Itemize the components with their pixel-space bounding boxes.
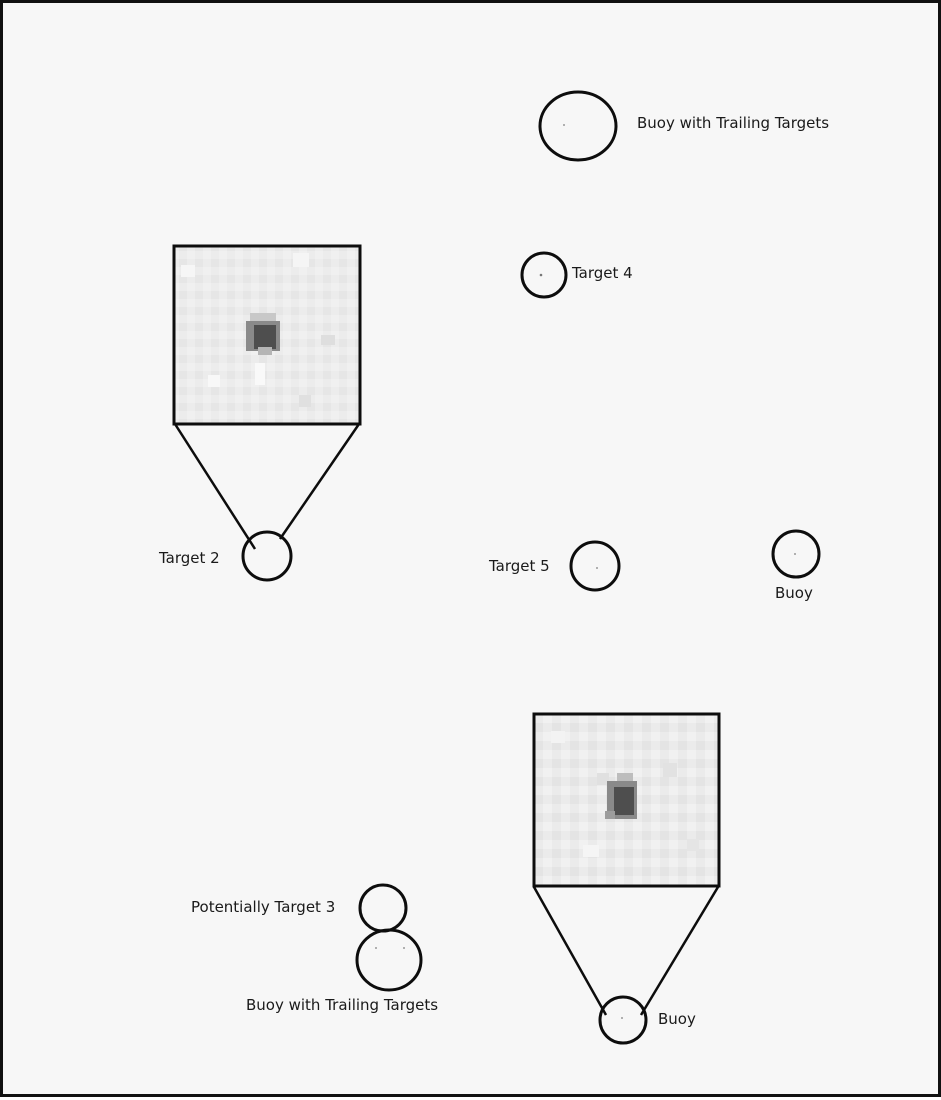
buoy-connector-right	[641, 887, 718, 1015]
target-2-connector-right	[280, 424, 359, 539]
buoy-connector-left	[534, 887, 606, 1015]
buoy-trailing-top-circle	[540, 92, 616, 160]
target-2-marker: Target 2	[158, 532, 291, 580]
target-5-marker: Target 5	[488, 542, 619, 590]
buoy-bottom-circle	[600, 997, 646, 1043]
target-2-label: Target 2	[158, 549, 220, 567]
potential-target-3-circle	[360, 885, 406, 931]
buoy-trailing-top-label: Buoy with Trailing Targets	[637, 114, 829, 132]
potential-target-3-label: Potentially Target 3	[191, 898, 335, 916]
buoy-zoom-inset	[534, 714, 719, 1015]
annotated-sea-image: Buoy with Trailing Targets Target 4	[3, 3, 941, 1100]
target-4-label: Target 4	[571, 264, 633, 282]
buoy-blob	[614, 787, 634, 815]
buoy-right-label: Buoy	[775, 584, 813, 602]
target-5-label: Target 5	[488, 557, 550, 575]
target-2-connector-left	[175, 424, 255, 549]
potential-target-3-marker: Potentially Target 3	[191, 885, 406, 931]
buoy-trailing-top-marker: Buoy with Trailing Targets	[540, 92, 829, 160]
buoy-bottom-label: Buoy	[658, 1010, 696, 1028]
buoy-trailing-bottom-marker: Buoy with Trailing Targets	[246, 930, 438, 1014]
target-2-blob	[254, 325, 276, 349]
buoy-right-speck	[794, 553, 796, 555]
buoy-trailing-bottom-speck	[375, 947, 377, 949]
target-2-zoom-inset	[174, 246, 360, 549]
target-2-circle	[243, 532, 291, 580]
buoy-right-marker: Buoy	[773, 531, 819, 602]
target-5-circle	[571, 542, 619, 590]
buoy-bottom-speck	[621, 1017, 623, 1019]
target-5-speck	[596, 567, 598, 569]
buoy-trailing-bottom-speck-2	[403, 947, 405, 949]
target-4-speck	[540, 274, 543, 277]
buoy-trailing-bottom-label: Buoy with Trailing Targets	[246, 996, 438, 1014]
target-4-circle	[522, 253, 566, 297]
target-4-marker: Target 4	[522, 253, 633, 297]
buoy-trailing-top-speck	[563, 124, 565, 126]
buoy-trailing-bottom-circle	[357, 930, 421, 990]
